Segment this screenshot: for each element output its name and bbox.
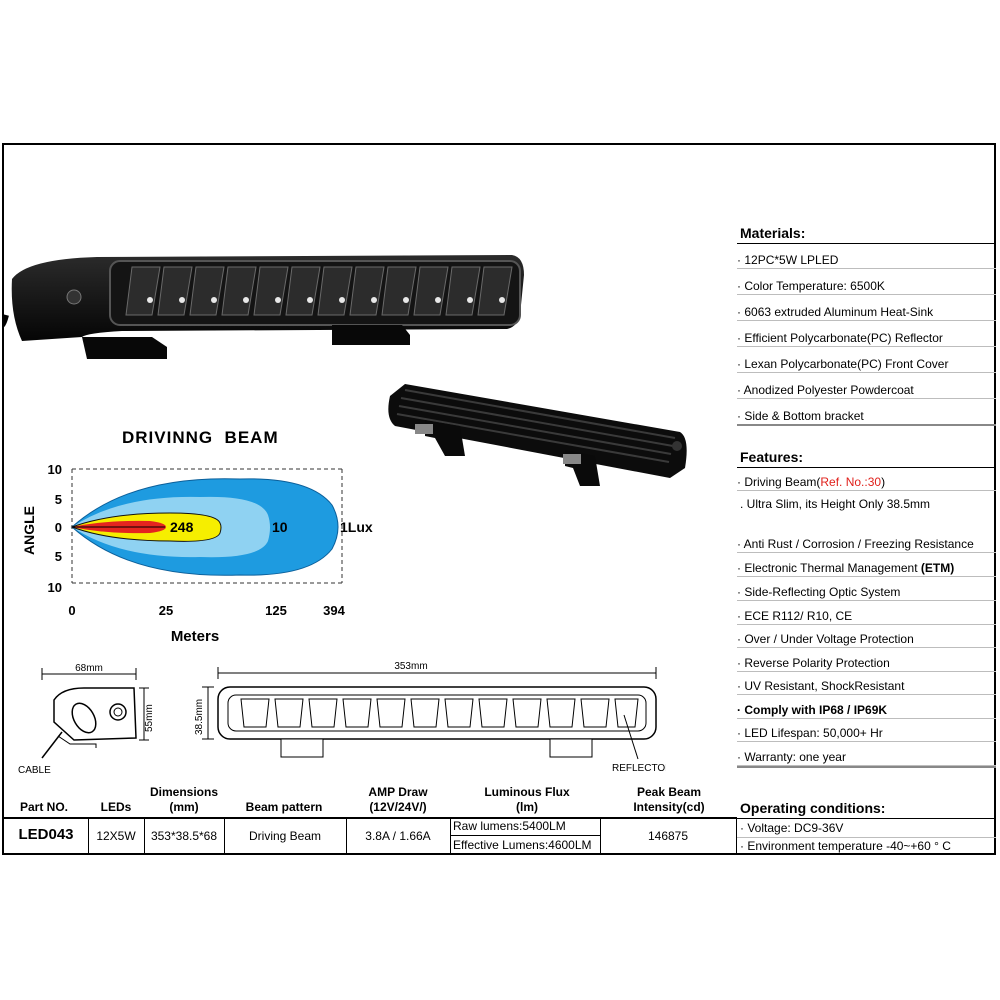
operating-temperature: · Environment temperature -40~+60 ° C (740, 839, 951, 853)
feature-driving-beam: · Driving Beam(Ref. No.:30) (737, 468, 996, 491)
x-tick: 125 (265, 603, 287, 618)
operating-voltage: · Voltage: DC9-36V (740, 821, 844, 835)
zone-label: 1Lux (340, 519, 373, 535)
x-tick: 0 (68, 603, 75, 618)
feature-item: · UV Resistant, ShockResistant (737, 672, 996, 695)
light-bar-front-image (2, 255, 524, 359)
cell-leds: 12X5W (96, 829, 136, 843)
divider (737, 818, 996, 819)
cell-dimensions: 353*38.5*68 (150, 829, 218, 843)
zone-label: 10 (272, 519, 288, 535)
features-title: Features: (740, 449, 804, 465)
feature-item: · LED Lifespan: 50,000+ Hr (737, 719, 996, 742)
spec-sheet (2, 143, 996, 855)
cell-peak-intensity: 146875 (647, 829, 689, 843)
feature-item: · Over / Under Voltage Protection (737, 625, 996, 648)
header-luminous-flux: Luminous Flux (lm) (484, 785, 570, 814)
feature-item: · Anti Rust / Corrosion / Freezing Resis… (737, 530, 996, 553)
feature-item: · Side-Reflecting Optic System (737, 578, 996, 601)
feature-item: · Electronic Thermal Management (ETM) (737, 554, 996, 577)
material-item: · Side & Bottom bracket (737, 402, 996, 425)
x-tick: 25 (159, 603, 173, 618)
material-item: · 6063 extruded Aluminum Heat-Sink (737, 298, 996, 321)
divider (737, 837, 996, 838)
table-top-border (4, 817, 736, 819)
y-axis-label: ANGLE (21, 506, 37, 555)
material-item: · 12PC*5W LPLED (737, 246, 996, 269)
cell-beam-pattern: Driving Beam (248, 829, 322, 843)
y-tick: 5 (55, 549, 62, 564)
material-item: · Lexan Polycarbonate(PC) Front Cover (737, 350, 996, 373)
front-dimension-drawing: 353mm 38.5mm REFLECTOR (194, 661, 666, 774)
light-bar-rear-image (388, 384, 687, 486)
cable-label: CABLE (18, 765, 51, 776)
beam-chart-title: DRIVINNG BEAM (122, 428, 279, 447)
y-tick: 0 (55, 520, 62, 535)
table-row (4, 817, 737, 855)
cell-raw-lumens: Raw lumens:5400LM (453, 819, 566, 833)
x-axis-label: Meters (171, 628, 219, 645)
divider (737, 766, 996, 768)
feature-item: · Comply with IP68 / IP69K (737, 696, 996, 719)
materials-title: Materials: (740, 225, 806, 241)
divider (737, 424, 996, 426)
side-dimension-drawing: 68mm 55mm CABLE (18, 663, 155, 776)
feature-ultra-slim: . Ultra Slim, its Height Only 38.5mm (740, 497, 931, 511)
zone-label: 248 (170, 519, 194, 535)
etm-badge: (ETM) (920, 561, 955, 575)
ref-number: Ref. No.:30 (820, 475, 882, 489)
feature-item: · Warranty: one year (737, 743, 996, 766)
feature-item: · ECE R112/ R10, CE (737, 602, 996, 625)
cell-part-no: LED043 (18, 826, 74, 843)
x-tick: 394 (323, 603, 345, 618)
header-dimensions: Dimensions (mm) (149, 785, 218, 814)
cell-amp-draw: 3.8A / 1.66A (365, 829, 431, 843)
y-tick: 5 (55, 492, 62, 507)
side-height-label: 55mm (144, 704, 155, 732)
divider (737, 243, 996, 244)
header-peak-intensity: Peak Beam Intensity(cd) (633, 785, 705, 814)
y-tick: 10 (48, 580, 62, 595)
header-beam-pattern: Beam pattern (245, 800, 323, 814)
beam-chart: 248 10 1Lux 10 5 0 5 10 0 25 125 394 ANG… (21, 462, 373, 645)
material-item: · Color Temperature: 6500K (737, 272, 996, 295)
operating-title: Operating conditions: (740, 800, 886, 816)
y-tick: 10 (48, 462, 62, 477)
material-item: · Efficient Polycarbonate(PC) Reflector (737, 324, 996, 347)
header-part-no: Part NO. (19, 800, 68, 814)
divider (737, 467, 996, 468)
front-height-label: 38.5mm (194, 699, 205, 735)
side-width-label: 68mm (75, 663, 103, 674)
header-amp-draw: AMP Draw (12V/24V/) (368, 785, 428, 814)
length-label: 353mm (394, 661, 427, 672)
reflector-label: REFLECTOR (612, 763, 666, 774)
material-item: · Anodized Polyester Powdercoat (737, 376, 996, 399)
cell-effective-lumens: Effective Lumens:4600LM (453, 838, 592, 852)
feature-item: · Reverse Polarity Protection (737, 649, 996, 672)
header-leds: LEDs (100, 800, 132, 814)
